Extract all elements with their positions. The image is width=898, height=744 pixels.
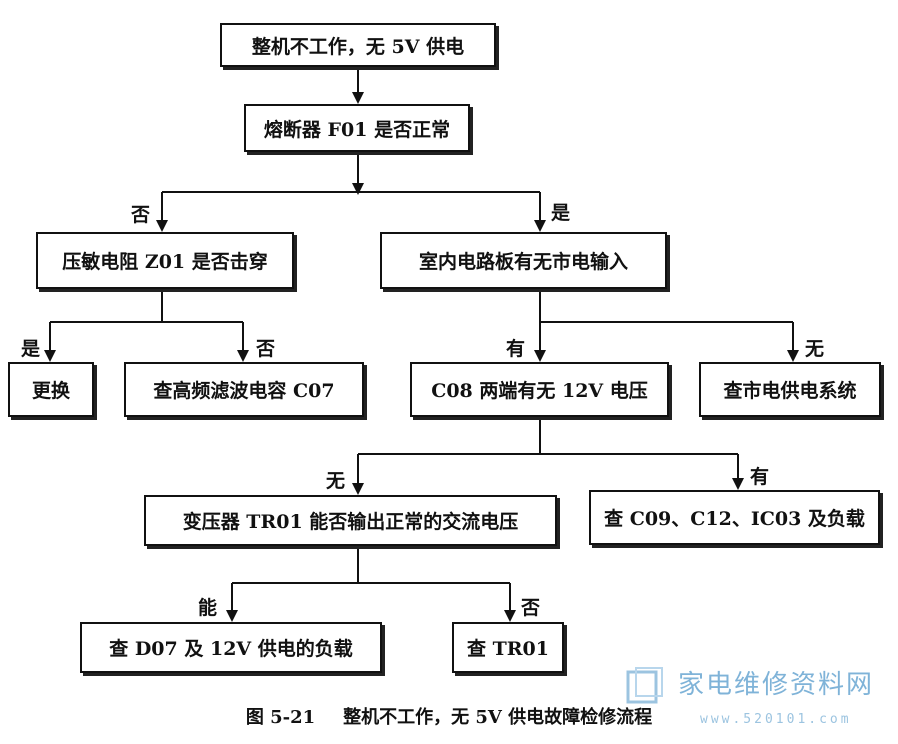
edge-label-fuse-no: 否 [131, 204, 151, 226]
node-transformer-check: 变压器 TR01 能否输出正常的交流电压 [144, 495, 557, 546]
node-check-c09-c12-ic03: 查 C09、C12、IC03 及负载 [589, 490, 880, 545]
node-fuse-check: 熔断器 F01 是否正常 [244, 104, 470, 152]
node-mains-input-check: 室内电路板有无市电输入 [380, 232, 667, 289]
edge-label-mains-yes: 有 [506, 338, 526, 360]
edge-label-transformer-yes: 能 [198, 597, 218, 619]
edge-label-c08-no: 无 [326, 470, 346, 492]
node-c08-voltage-check: C08 两端有无 12V 电压 [410, 362, 669, 417]
node-check-c07: 查高频滤波电容 C07 [124, 362, 364, 417]
watermark-name: 家电维修资料网 [678, 670, 875, 700]
node-replace: 更换 [8, 362, 94, 417]
edge-label-c08-yes: 有 [750, 466, 770, 488]
watermark-url: www.520101.com [700, 712, 852, 727]
node-start: 整机不工作，无 5V 供电 [220, 23, 496, 67]
edge-label-fuse-yes: 是 [551, 202, 571, 224]
edge-label-varistor-no: 否 [256, 338, 276, 360]
edge-label-mains-no: 无 [805, 338, 825, 360]
node-varistor-check: 压敏电阻 Z01 是否击穿 [36, 232, 294, 289]
figure-number: 图 5-21 [245, 707, 316, 728]
node-check-d07: 查 D07 及 12V 供电的负载 [80, 622, 382, 673]
edge-label-varistor-yes: 是 [21, 338, 41, 360]
figure-title: 整机不工作，无 5V 供电故障检修流程 [343, 707, 653, 728]
node-check-mains-supply: 查市电供电系统 [699, 362, 881, 417]
edge-label-transformer-no: 否 [521, 597, 541, 619]
figure-caption: 图 5-21 整机不工作，无 5V 供电故障检修流程 [0, 703, 898, 729]
node-check-tr01: 查 TR01 [452, 622, 564, 673]
watermark-logo-icon [626, 667, 663, 704]
